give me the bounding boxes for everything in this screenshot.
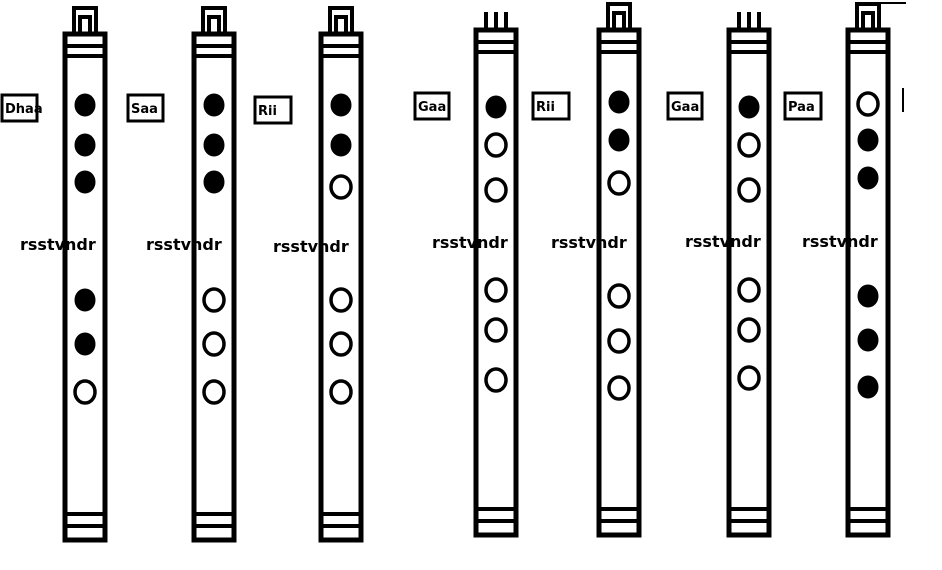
watermark-text: rsstvndr [802,232,878,251]
closed-hole [857,284,879,308]
flute-7: rsstvndr Paa [783,2,891,538]
open-hole [484,317,508,343]
watermark-text: rsstvndr [685,232,761,251]
flute-body [318,31,364,543]
open-hole [202,287,226,313]
closed-hole [203,133,225,157]
open-hole [737,177,761,203]
note-label-box [666,91,704,121]
note-label-box [783,91,823,121]
open-hole [737,132,761,158]
open-hole [329,287,353,313]
closed-hole [74,170,96,194]
closed-hole [608,128,630,152]
open-hole [202,331,226,357]
flute-body [191,31,237,543]
note-label: Gaa [671,100,699,115]
closed-hole [203,170,225,194]
closed-hole [485,95,507,119]
open-hole [607,283,631,309]
watermark-text: rsstvndr [146,235,222,254]
flute-cap [72,6,98,34]
closed-hole [74,332,96,356]
watermark-text: rsstvndr [273,237,349,256]
note-label-box [126,93,165,123]
closed-hole [857,375,879,399]
closed-hole [857,128,879,152]
note-label-box [253,95,293,125]
flute-2: rsstvndr Saa [126,6,237,543]
closed-hole [74,133,96,157]
open-hole [737,365,761,391]
note-label: Rii [536,100,555,115]
open-hole [737,277,761,303]
note-label-box [0,93,39,123]
closed-hole [608,90,630,114]
open-hole [737,317,761,343]
flute-cap [606,2,632,30]
closed-hole [857,166,879,190]
watermark-text: rsstvndr [20,235,96,254]
flute-3: rsstvndr Rii [253,6,364,543]
open-hole [73,379,97,405]
open-hole [329,379,353,405]
closed-hole [74,288,96,312]
flute-cap [201,6,227,34]
flute-body [596,27,642,538]
closed-hole [330,133,352,157]
closed-hole [857,328,879,352]
watermark-text: rsstvndr [432,233,508,252]
flute-5: rsstvndr Rii [531,2,642,538]
open-hole [484,177,508,203]
watermark-text: rsstvndr [551,233,627,252]
flute-cap [328,6,354,34]
open-hole [607,328,631,354]
flute-body [62,31,108,543]
flute-1: rsstvndr Dhaa [0,6,108,543]
open-hole [484,367,508,393]
note-label: Rii [258,104,277,119]
closed-hole [330,93,352,117]
note-label: Paa [788,100,815,115]
note-label: Gaa [418,100,446,115]
closed-hole [74,93,96,117]
open-hole [856,91,880,117]
closed-hole [203,93,225,117]
open-hole [607,170,631,196]
note-label: Saa [131,102,158,117]
open-hole [329,331,353,357]
flute-cap [855,2,881,30]
open-hole [484,277,508,303]
note-label-box [531,91,571,121]
open-hole [202,379,226,405]
closed-hole [738,95,760,119]
flute-6: rsstvndr Gaa [666,12,772,538]
flute-cap [737,12,761,30]
note-label-box [413,91,451,121]
open-hole [484,132,508,158]
open-hole [329,174,353,200]
flute-4: rsstvndr Gaa [413,12,519,538]
note-label: Dhaa [5,102,43,117]
flute-cap [484,12,508,30]
open-hole [607,375,631,401]
